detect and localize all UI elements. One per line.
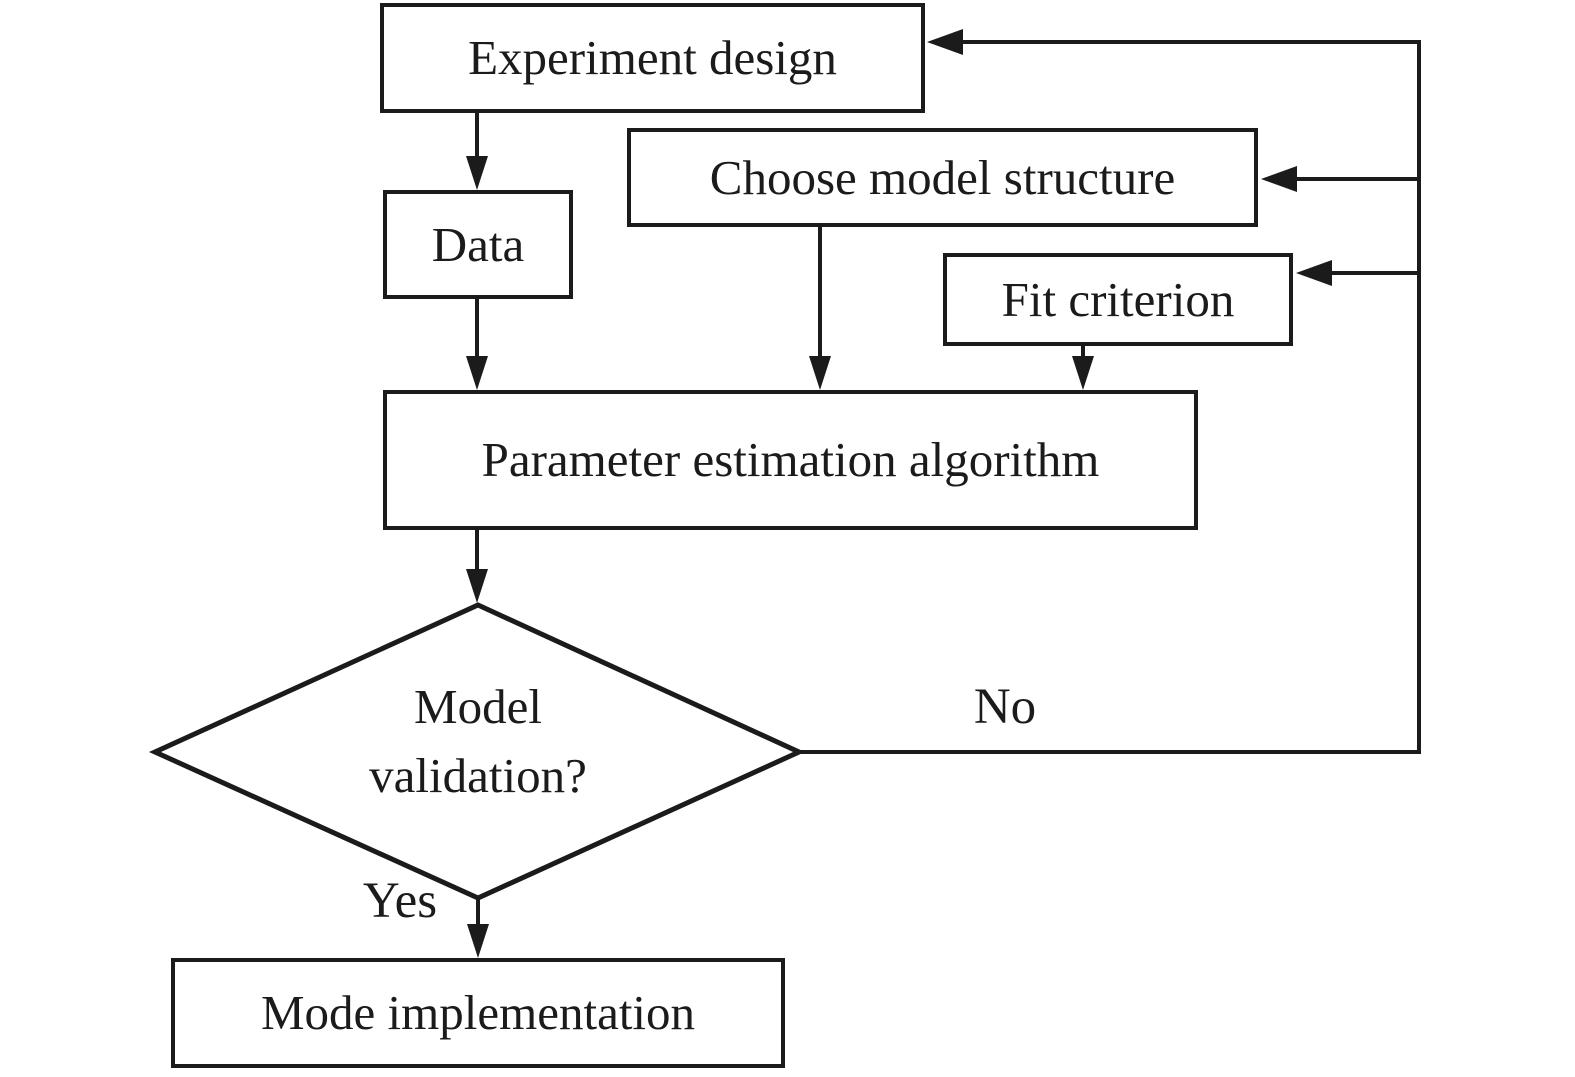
node-fit-criterion: Fit criterion [943, 253, 1293, 346]
node-parameter-estimation-algorithm: Parameter estimation algorithm [383, 390, 1198, 530]
node-label-line2: validation? [369, 748, 587, 803]
arrow-data-to-parameter-estimation [466, 299, 488, 390]
node-label: Mode implementation [260, 985, 696, 1041]
arrowhead-down-icon [466, 356, 488, 390]
node-model-validation-shape [148, 602, 806, 901]
arrowhead-down-icon [1072, 356, 1094, 390]
arrow-fit-criterion-to-parameter-estimation [1072, 346, 1094, 390]
node-choose-model-structure: Choose model structure [627, 128, 1258, 227]
arrow-parameter-estimation-to-validation [466, 530, 488, 603]
arrowhead-down-icon [809, 356, 831, 390]
node-label: Parameter estimation algorithm [481, 432, 1100, 488]
edge-label-yes: Yes [362, 873, 438, 929]
arrow-structure-to-parameter-estimation [809, 227, 831, 390]
node-label: Fit criterion [1001, 271, 1235, 327]
node-model-validation-label: Model validation? [278, 672, 678, 810]
arrow-validation-to-mode-implementation [467, 898, 489, 958]
node-label-line1: Model [414, 679, 542, 734]
edge-label-no: No [973, 679, 1037, 735]
node-label: Data [431, 216, 525, 272]
node-experiment-design: Experiment design [380, 3, 925, 113]
node-data: Data [383, 190, 573, 299]
arrowhead-left-icon [927, 29, 963, 55]
feedback-branch-to-structure [1261, 166, 1419, 192]
arrowhead-down-icon [466, 569, 488, 603]
node-mode-implementation: Mode implementation [171, 958, 785, 1068]
arrowhead-left-icon [1261, 166, 1297, 192]
feedback-no-path [797, 29, 1421, 754]
node-label: Experiment design [468, 30, 837, 86]
arrow-experiment-to-data [466, 113, 488, 190]
arrowhead-left-icon [1296, 260, 1332, 286]
arrowhead-down-icon [467, 924, 489, 958]
feedback-branch-to-fit-criterion [1296, 260, 1419, 286]
node-label: Choose model structure [709, 149, 1176, 205]
arrowhead-down-icon [466, 156, 488, 190]
